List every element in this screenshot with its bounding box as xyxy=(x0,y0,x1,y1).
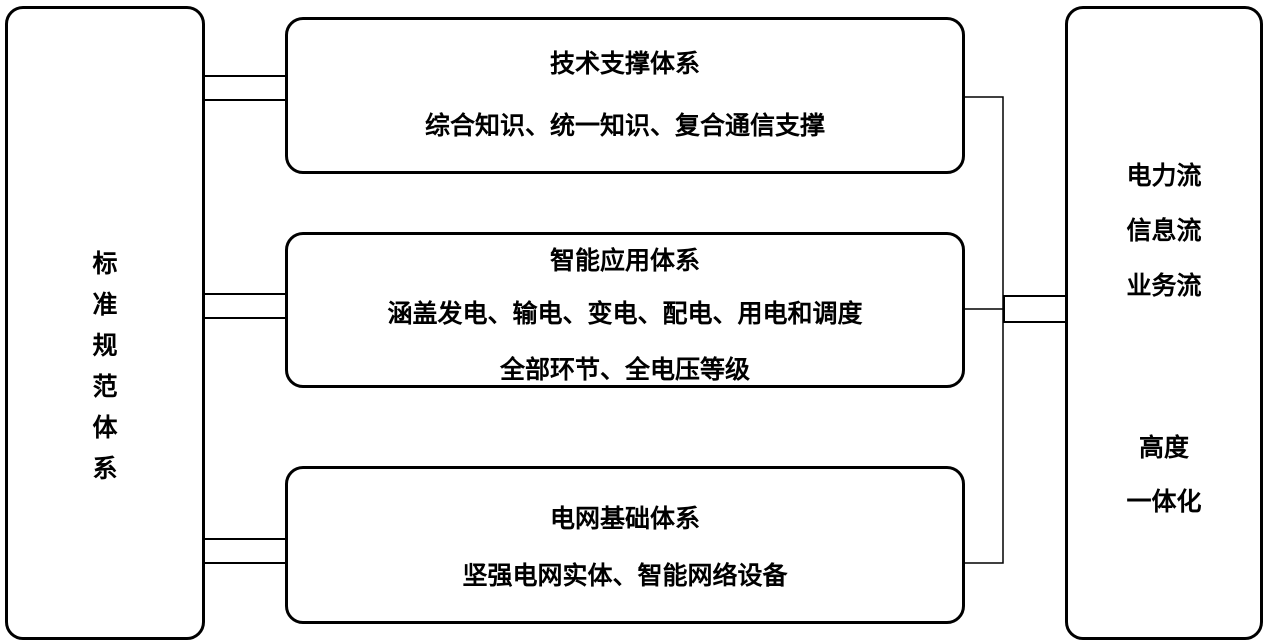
grid-foundation-line1: 坚强电网实体、智能网络设备 xyxy=(462,561,788,590)
standards-system-label: 标 准 规 范 体 系 xyxy=(92,249,118,483)
grid-foundation-box xyxy=(285,466,965,624)
bracket-line xyxy=(963,96,1004,564)
tech-support-box xyxy=(285,17,965,174)
integration-box xyxy=(1065,6,1263,640)
smart-application-line1: 涵盖发电、输电、变电、配电、用电和调度 xyxy=(387,299,863,328)
integration-label: 高度 一体化 xyxy=(1126,433,1202,516)
smart-application-title: 智能应用体系 xyxy=(549,246,700,275)
standards-system-box xyxy=(5,6,205,640)
tech-support-title: 技术支撑体系 xyxy=(549,49,700,78)
tech-support-line1: 综合知识、统一知识、复合通信支撑 xyxy=(424,111,825,140)
grid-foundation-title: 电网基础体系 xyxy=(549,504,700,533)
smart-application-line2: 全部环节、全电压等级 xyxy=(499,355,750,384)
flows-label: 电力流 信息流 业务流 xyxy=(1126,161,1202,300)
smart-application-box xyxy=(285,232,965,388)
